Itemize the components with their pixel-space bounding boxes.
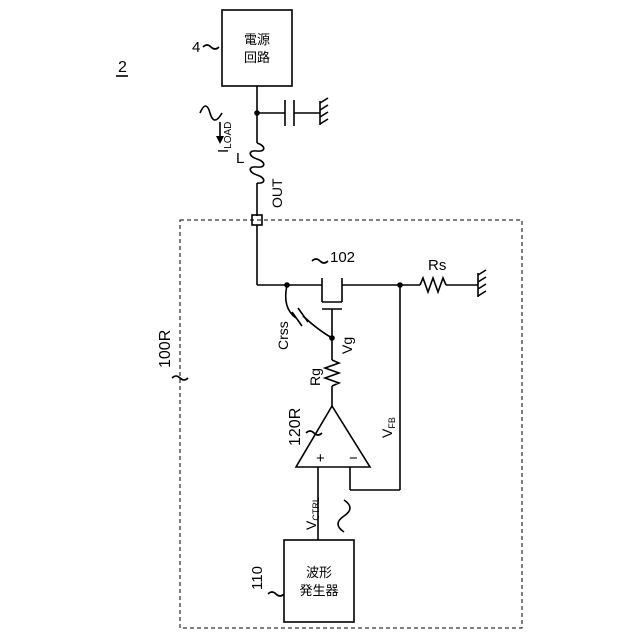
load-current-wave xyxy=(200,106,222,120)
power-supply-text-line1: 電源 xyxy=(244,32,270,47)
ground-hatch xyxy=(320,105,328,110)
power-supply-box xyxy=(222,10,292,86)
generator-text-line2: 発生器 xyxy=(299,583,338,598)
generator-ref: 110 xyxy=(249,566,266,590)
ground-hatch xyxy=(320,119,328,124)
crss-label: Crss xyxy=(275,321,291,350)
gate-resistor xyxy=(325,360,339,386)
ground-hatch xyxy=(320,98,328,103)
opamp-triangle xyxy=(296,406,370,467)
ground-hatch xyxy=(478,277,486,282)
ref-leader-102 xyxy=(312,259,328,263)
generator-text-line1: 波形 xyxy=(306,565,332,580)
figure-number: 2 xyxy=(118,59,127,76)
amplifier-ref: 120R xyxy=(287,408,304,446)
feedback-label: VFB xyxy=(379,417,397,438)
control-label: VCTRL xyxy=(303,497,321,530)
power-supply-text-line2: 回路 xyxy=(244,50,270,65)
inductor-label: L xyxy=(236,150,244,167)
crss-plate xyxy=(292,312,302,326)
ref-leader-120r xyxy=(306,431,322,435)
waveform-generator-box xyxy=(284,540,354,622)
crss-wire-top xyxy=(286,285,296,318)
transistor-ref: 102 xyxy=(330,249,355,266)
ground-hatch xyxy=(478,291,486,296)
sense-resistor-label: Rs xyxy=(428,257,446,274)
sense-resistor xyxy=(420,278,446,292)
device-boundary xyxy=(180,220,522,628)
control-waveform xyxy=(338,500,350,532)
load-current-sub: LOAD xyxy=(223,122,234,149)
control-sub: CTRL xyxy=(311,497,321,521)
output-node-label: OUT xyxy=(269,178,285,208)
ref-leader-4 xyxy=(203,45,219,49)
ground-hatch xyxy=(320,112,328,117)
gate-voltage-label: Vg xyxy=(339,337,355,354)
gate-resistor-label: Rg xyxy=(307,368,323,386)
opamp-minus: − xyxy=(349,450,358,467)
power-supply-ref: 4 xyxy=(192,39,200,56)
ground-hatch xyxy=(478,270,486,275)
ref-leader-110 xyxy=(268,592,284,596)
feedback-sub: FB xyxy=(387,417,397,429)
inductor-coil xyxy=(250,143,264,183)
opamp-plus: + xyxy=(316,450,325,467)
crss-wire-bottom xyxy=(303,316,332,338)
device-ref: 100R xyxy=(157,330,174,368)
ground-hatch xyxy=(478,284,486,289)
